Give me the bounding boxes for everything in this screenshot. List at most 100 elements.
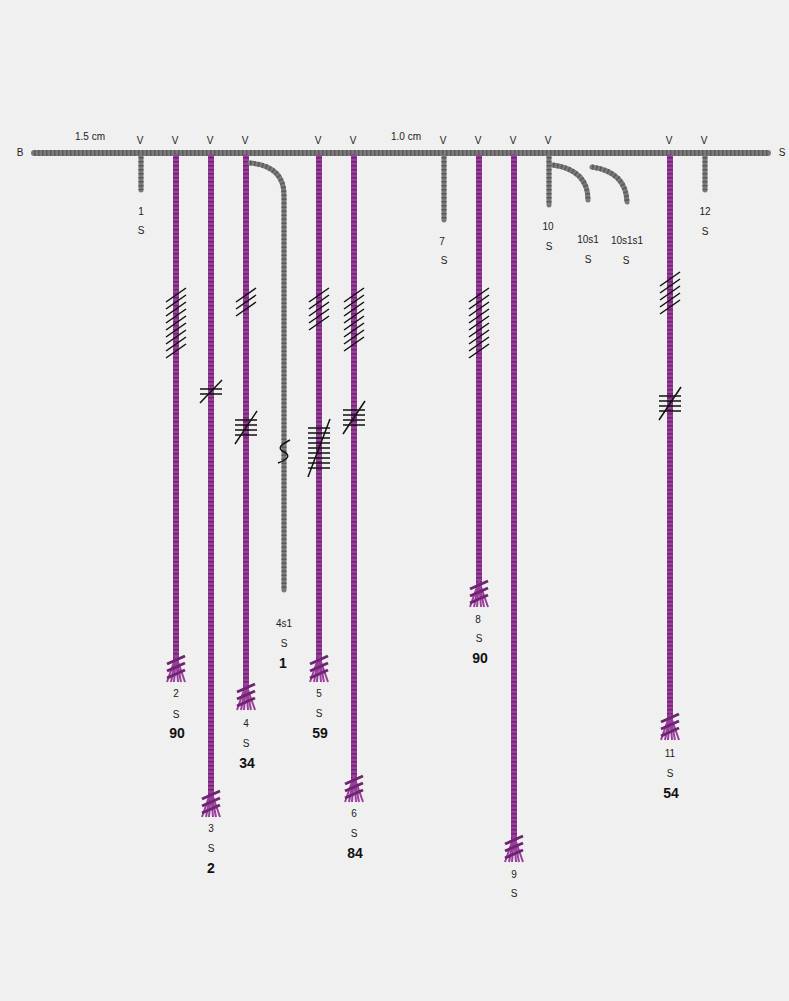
single-knot	[469, 295, 489, 309]
cord-label: V	[475, 136, 482, 146]
cord-label: V	[207, 136, 214, 146]
cord	[442, 157, 447, 220]
cord	[476, 157, 482, 585]
cord-label: S	[208, 844, 215, 854]
cord-twist	[351, 157, 357, 780]
single-knot	[166, 316, 186, 330]
cord-label: S	[138, 226, 145, 236]
single-knot	[469, 309, 489, 323]
cord-label: V	[242, 136, 249, 146]
cord-label: V	[545, 136, 552, 146]
cord-label: 4	[243, 719, 249, 729]
cord-twist	[243, 157, 249, 688]
single-knot	[166, 323, 186, 337]
single-knot	[166, 295, 186, 309]
cord-twist	[703, 157, 708, 190]
single-knot	[469, 316, 489, 330]
knot-value: 59	[312, 726, 328, 740]
cord-twist	[511, 157, 517, 840]
cord-tuft	[310, 656, 328, 682]
single-knot	[660, 272, 680, 286]
cord-tuft	[345, 776, 363, 802]
single-knot	[660, 293, 680, 307]
knot-value: 34	[239, 756, 255, 770]
cord-label: V	[440, 136, 447, 146]
cord	[208, 157, 214, 795]
cord	[592, 167, 627, 202]
cord	[34, 150, 768, 156]
single-knot	[236, 288, 256, 302]
cord-label: S	[243, 739, 250, 749]
long-knot	[343, 401, 365, 434]
cord-tuft	[202, 791, 220, 817]
single-knot	[236, 295, 256, 309]
cord-label: S	[351, 829, 358, 839]
cord-label: V	[172, 136, 179, 146]
knot-value: 2	[207, 861, 215, 875]
single-knot	[344, 309, 364, 323]
cord-tuft	[505, 836, 523, 862]
cord-label: V	[137, 136, 144, 146]
cord-label: S	[281, 639, 288, 649]
cord	[553, 165, 588, 200]
cord-label: S	[779, 148, 786, 158]
cord-twist	[139, 157, 144, 190]
cord-tuft	[470, 581, 488, 607]
single-knot	[469, 302, 489, 316]
cord-label: S	[623, 256, 630, 266]
cord-label: 5	[316, 689, 322, 699]
single-knot	[309, 316, 329, 330]
knot-value: 90	[169, 726, 185, 740]
cord	[703, 157, 708, 190]
single-knot	[660, 300, 680, 314]
cord-label: V	[315, 136, 322, 146]
cord-label: 10s1	[577, 235, 599, 245]
cord	[511, 157, 517, 840]
single-knot	[344, 288, 364, 302]
long-knot	[200, 380, 222, 403]
single-knot	[469, 330, 489, 344]
cord-tuft	[237, 684, 255, 710]
cord-label: 8	[475, 615, 481, 625]
single-knot	[166, 302, 186, 316]
long-knot	[235, 411, 257, 444]
cord-twist	[34, 150, 768, 156]
figure-eight-knot	[278, 440, 290, 463]
cord-label: V	[510, 136, 517, 146]
cord	[173, 157, 179, 660]
cord-label: S	[511, 889, 518, 899]
single-knot	[166, 344, 186, 358]
cord-label: 9	[511, 870, 517, 880]
cord-tuft	[167, 656, 185, 682]
cord-label: 1	[138, 207, 144, 217]
cord-label: S	[173, 710, 180, 720]
cord-label: 4s1	[276, 619, 292, 629]
knot-value: 1	[279, 656, 287, 670]
cord-label: 11	[665, 749, 675, 759]
cord-label: S	[476, 634, 483, 644]
long-knot	[308, 419, 330, 477]
cord-twist	[553, 165, 588, 200]
single-knot	[309, 288, 329, 302]
cord-label: S	[546, 242, 553, 252]
cord-label: 12	[699, 207, 710, 217]
knot-value: 84	[347, 846, 363, 860]
cord	[243, 157, 249, 688]
cord-twist	[667, 157, 673, 718]
cord-twist	[316, 157, 322, 660]
cord	[667, 157, 673, 718]
knot-value: 54	[663, 786, 679, 800]
cord-label: S	[441, 256, 448, 266]
cord-tuft	[661, 714, 679, 740]
cord-label: 7	[439, 237, 445, 247]
single-knot	[660, 279, 680, 293]
cord-twist	[442, 157, 447, 220]
single-knot	[344, 323, 364, 337]
cord-label: 1.5 cm	[75, 132, 105, 142]
cord-label: 1.0 cm	[391, 132, 421, 142]
cord-twist	[173, 157, 179, 660]
cord-label: V	[701, 136, 708, 146]
single-knot	[344, 316, 364, 330]
